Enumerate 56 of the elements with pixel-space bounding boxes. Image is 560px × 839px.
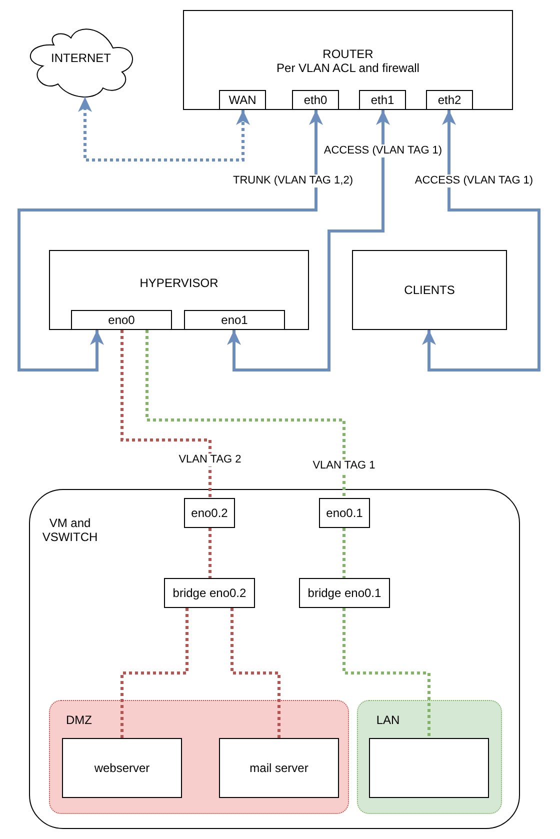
node-label: VM and VSWITCH (41, 516, 99, 544)
clients-box (352, 250, 507, 330)
dotted-line (342, 608, 430, 738)
node-label: CLIENTS (404, 283, 455, 297)
edge-label: ACCESS (VLAN TAG 1) (322, 144, 444, 158)
edge-label: ACCESS (VLAN TAG 1) (414, 174, 534, 188)
bridge-box (164, 578, 255, 608)
interface-box (184, 498, 235, 528)
node-label: eno0.1 (326, 506, 363, 520)
port-box (219, 90, 266, 110)
node-label: bridge eno0.1 (308, 586, 382, 600)
internet-cloud (27, 28, 135, 97)
node-label: eno0 (108, 313, 135, 327)
double-arrow (78, 97, 250, 162)
dotted-line (120, 330, 212, 498)
port-box (426, 90, 473, 110)
router-box (183, 10, 513, 110)
server-box (219, 738, 339, 798)
edge-label: TRUNK (VLAN TAG 1,2) (232, 174, 354, 188)
node-label: eno0.2 (191, 506, 228, 520)
node-label: WAN (228, 93, 256, 107)
dotted-line (146, 330, 346, 498)
vm-container (29, 489, 520, 829)
node-label: webserver (94, 761, 150, 775)
bridge-box (299, 578, 390, 608)
server-box (62, 738, 182, 798)
interface-box (319, 498, 370, 528)
dotted-line (208, 528, 212, 578)
dotted-line (342, 528, 346, 578)
node-label: Per VLAN ACL and firewall (276, 61, 420, 75)
zone-panel (357, 700, 502, 814)
double-arrow (227, 110, 390, 372)
node-label: INTERNET (51, 51, 111, 65)
dotted-line (230, 608, 280, 738)
hypervisor-box (49, 250, 309, 330)
port-box (292, 90, 339, 110)
double-arrow (18, 110, 323, 372)
node-label: HYPERVISOR (140, 276, 218, 290)
node-label: mail server (250, 761, 308, 775)
edge-label: VLAN TAG 2 (178, 454, 242, 466)
edge-label: VLAN TAG 1 (312, 460, 376, 472)
node-label: bridge eno0.2 (172, 586, 246, 600)
port-box (359, 90, 406, 110)
node-label: ROUTER (322, 47, 374, 61)
double-arrow (422, 110, 540, 372)
node-label: DMZ (66, 713, 92, 727)
node-label: eth2 (438, 93, 462, 107)
node-label: LAN (376, 713, 400, 727)
node-label: eth0 (304, 93, 328, 107)
zone-panel (49, 700, 349, 814)
server-box (369, 738, 489, 798)
node-label: eno1 (221, 313, 248, 327)
dotted-line (120, 608, 188, 738)
node-label: eth1 (370, 93, 394, 107)
port-box (184, 310, 285, 330)
port-box (71, 310, 172, 330)
